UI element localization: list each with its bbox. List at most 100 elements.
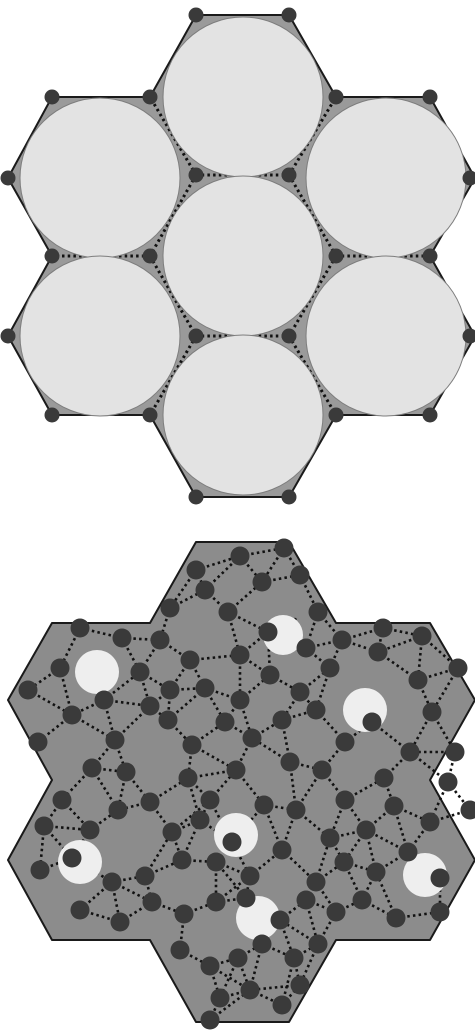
junction-node: [282, 168, 297, 183]
network-node: [19, 681, 38, 700]
network-node: [367, 863, 386, 882]
pore-circle: [75, 650, 119, 694]
network-node: [387, 909, 406, 928]
network-node: [231, 646, 250, 665]
edge-node: [282, 490, 297, 505]
network-node: [95, 691, 114, 710]
network-node: [111, 913, 130, 932]
network-node: [336, 791, 355, 810]
pore-circle: [306, 256, 466, 416]
network-node: [291, 683, 310, 702]
network-node: [31, 861, 50, 880]
network-node: [216, 713, 235, 732]
network-node: [401, 743, 420, 762]
network-node: [131, 663, 150, 682]
network-node: [151, 631, 170, 650]
network-node: [423, 703, 442, 722]
junction-node: [189, 329, 204, 344]
pore-circle: [163, 176, 323, 336]
edge-node: [189, 8, 204, 23]
network-node: [431, 903, 450, 922]
network-node: [431, 869, 450, 888]
network-node: [229, 949, 248, 968]
bottom-panel-disordered: [8, 539, 475, 1030]
edge-node: [45, 90, 60, 105]
network-node: [63, 706, 82, 725]
network-node: [446, 743, 465, 762]
edge-node: [329, 90, 344, 105]
network-node: [201, 957, 220, 976]
top-pores: [20, 17, 466, 495]
edge-node: [45, 249, 60, 264]
network-node: [363, 713, 382, 732]
edge-node: [1, 171, 16, 186]
network-node: [461, 801, 475, 820]
junction-node: [189, 168, 204, 183]
network-node: [357, 821, 376, 840]
network-node: [63, 849, 82, 868]
network-node: [183, 736, 202, 755]
network-node: [307, 701, 326, 720]
network-node: [71, 619, 90, 638]
edge-node: [45, 408, 60, 423]
network-node: [171, 941, 190, 960]
network-node: [109, 801, 128, 820]
network-node: [253, 573, 272, 592]
network-node: [333, 631, 352, 650]
network-node: [273, 996, 292, 1015]
network-node: [223, 833, 242, 852]
network-node: [374, 619, 393, 638]
edge-node: [423, 90, 438, 105]
junction-node: [143, 249, 158, 264]
network-node: [261, 666, 280, 685]
edge-node: [329, 408, 344, 423]
network-node: [106, 731, 125, 750]
network-node: [207, 893, 226, 912]
network-node: [421, 813, 440, 832]
network-node: [307, 873, 326, 892]
network-node: [413, 627, 432, 646]
network-node: [161, 599, 180, 618]
network-node: [291, 566, 310, 585]
network-node: [271, 911, 290, 930]
network-node: [241, 867, 260, 886]
pore-circle: [20, 98, 180, 258]
network-node: [179, 769, 198, 788]
network-node: [353, 891, 372, 910]
edge-node: [143, 90, 158, 105]
network-node: [439, 773, 458, 792]
network-node: [231, 691, 250, 710]
junction-node: [329, 249, 344, 264]
network-node: [243, 729, 262, 748]
pore-circle: [163, 335, 323, 495]
network-node: [375, 769, 394, 788]
edge-node: [423, 249, 438, 264]
network-node: [321, 829, 340, 848]
pore-circle: [163, 17, 323, 177]
network-node: [336, 733, 355, 752]
network-node: [335, 853, 354, 872]
network-node: [141, 793, 160, 812]
network-node: [143, 893, 162, 912]
network-node: [321, 659, 340, 678]
network-node: [136, 867, 155, 886]
network-node: [253, 935, 272, 954]
network-node: [285, 949, 304, 968]
network-node: [273, 841, 292, 860]
junction-node: [282, 329, 297, 344]
network-node: [117, 763, 136, 782]
network-node: [273, 711, 292, 730]
network-node: [81, 821, 100, 840]
network-node: [196, 679, 215, 698]
network-node: [399, 843, 418, 862]
edge-node: [1, 329, 16, 344]
network-node: [309, 603, 328, 622]
network-node: [103, 873, 122, 892]
network-node: [196, 581, 215, 600]
network-node: [409, 671, 428, 690]
network-node: [287, 801, 306, 820]
network-node: [241, 981, 260, 1000]
edge-node: [423, 408, 438, 423]
network-node: [201, 1011, 220, 1030]
